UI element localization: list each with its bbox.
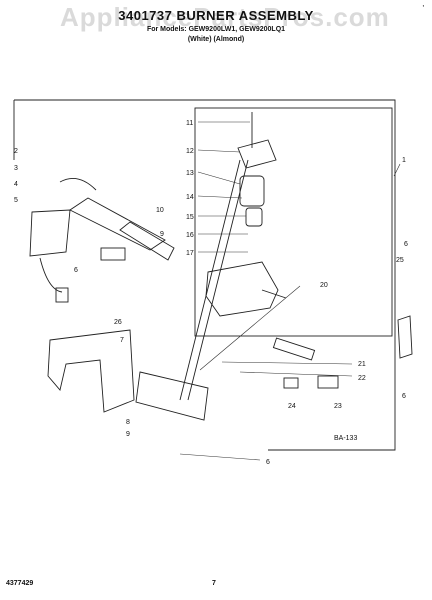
callout-5: 5 (14, 197, 18, 204)
callout-8: 8 (126, 419, 130, 426)
callout-22: 22 (358, 375, 366, 382)
leader-13 (197, 171, 241, 185)
callout-10: 10 (156, 207, 164, 214)
valve-outlet (261, 289, 287, 299)
callout-26: 26 (114, 319, 122, 326)
gas-tube (179, 159, 241, 401)
outer-frame (14, 99, 396, 451)
leader-21 (221, 361, 353, 365)
callout-14: 14 (186, 194, 194, 201)
leader-14 (197, 195, 243, 199)
callout-9: 9 (160, 231, 164, 238)
callout-4: 4 (14, 181, 18, 188)
burner-venturi (119, 221, 175, 261)
leader-20 (199, 285, 301, 371)
support-bracket (135, 371, 209, 421)
watermark: AppliancePartsPros.com (60, 2, 390, 32)
callout-2: 2 (14, 148, 18, 155)
coil-bracket (237, 139, 277, 169)
callout-7: 7 (120, 337, 124, 344)
model-list: For Models: GEW9200LW1, GEW9200LQ1 (146, 26, 286, 33)
orifice-23 (317, 375, 339, 389)
callout-12: 12 (186, 148, 194, 155)
orifice-tube (272, 337, 316, 361)
callout-9-lower: 9 (126, 431, 130, 438)
leader-12 (197, 149, 241, 153)
callout-1: 1 (402, 157, 406, 164)
callout-17: 17 (186, 250, 194, 257)
corner-mark: ' (422, 4, 424, 13)
callout-16: 16 (186, 232, 194, 239)
callout-3: 3 (14, 165, 18, 172)
callout-25: 25 (396, 257, 404, 264)
burner-plate (100, 247, 126, 261)
callout-20-label: 20 (320, 282, 328, 289)
gas-valve-body (205, 261, 279, 317)
igniter-wire (39, 257, 63, 293)
page-title: 3401737 BURNER ASSEMBLY (118, 8, 314, 23)
color-list: (White) (Almond) (187, 36, 245, 43)
side-bracket (397, 315, 413, 359)
leader-6-bottom (179, 453, 261, 461)
callout-15: 15 (186, 214, 194, 221)
burner-flame-spreader (59, 177, 97, 191)
burner-tube (69, 197, 166, 251)
inner-frame (194, 107, 393, 337)
page-number: 7 (212, 580, 216, 587)
leader-1 (393, 163, 401, 177)
orifice-24 (283, 377, 299, 389)
callout-6-bottom: 6 (266, 459, 270, 466)
callout-13: 13 (186, 170, 194, 177)
callout-11: 11 (186, 120, 193, 127)
gas-tube-wall (187, 159, 249, 401)
callout-23: 23 (334, 403, 342, 410)
callout-24: 24 (288, 403, 296, 410)
document-number: 4377429 (6, 580, 34, 587)
callout-6-right: 6 (404, 241, 408, 248)
mounting-bracket (47, 329, 135, 413)
figure-code: BA-133 (334, 435, 357, 442)
coil-body-small (245, 207, 263, 227)
igniter-bracket (29, 209, 71, 257)
igniter-connector (55, 287, 69, 303)
callout-21: 21 (358, 361, 366, 368)
leader-22 (239, 371, 353, 377)
callout-6-left: 6 (74, 267, 78, 274)
callout-6-lower-right: 6 (402, 393, 406, 400)
coil-body (239, 175, 265, 207)
